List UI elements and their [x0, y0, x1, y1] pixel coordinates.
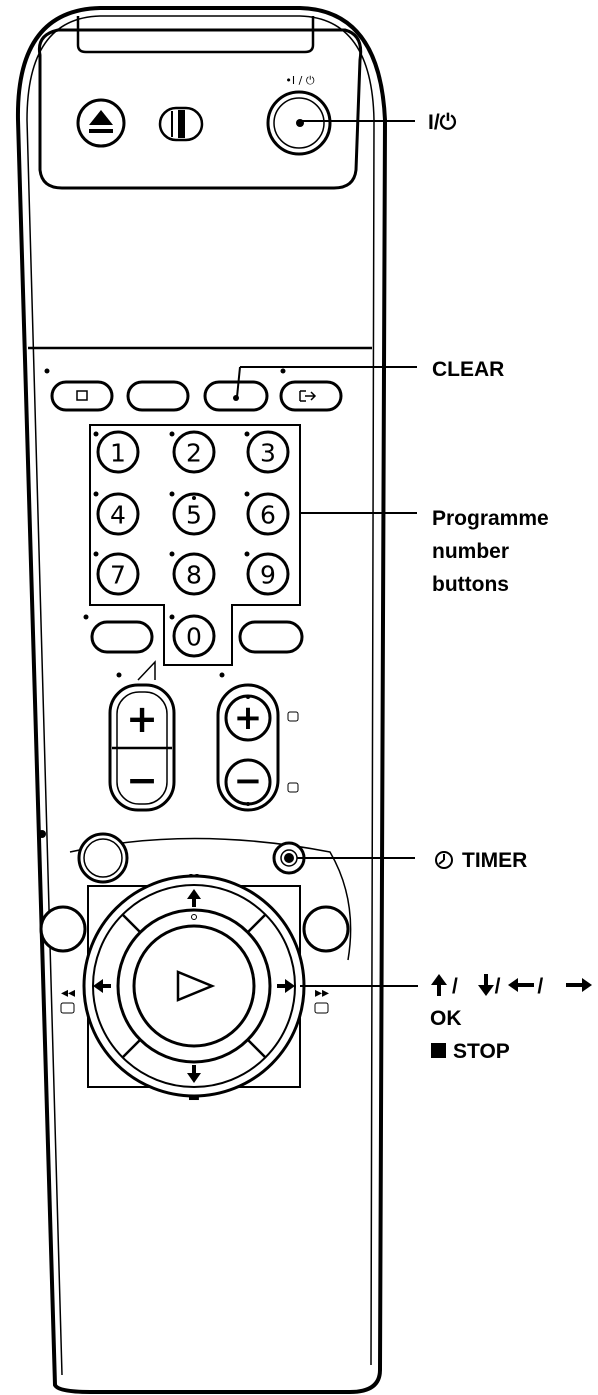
input-switch[interactable] [158, 106, 204, 142]
fast-forward-mark: ▸▸ [315, 985, 329, 1001]
arrow-left-icon[interactable] [93, 979, 111, 993]
switch-icon [171, 110, 185, 138]
programme-group-outline [89, 424, 301, 666]
number-button-4[interactable]: 4 [93, 491, 140, 536]
number-button-9[interactable]: 9 [244, 551, 290, 596]
play-ok-button[interactable] [132, 924, 256, 1048]
left-side-button[interactable] [39, 905, 87, 953]
volume-up-button[interactable]: + [126, 697, 158, 741]
right-side-button[interactable] [302, 905, 350, 953]
arrow-callout-separators: / / / [452, 975, 543, 998]
arrow-up-icon[interactable] [187, 889, 201, 907]
programme-callout-line2: number [432, 540, 509, 563]
svg-text:5: 5 [186, 501, 202, 530]
arrow-right-icon[interactable] [277, 979, 295, 993]
stop-callout: STOP [453, 1040, 510, 1063]
number-button-3[interactable]: 3 [244, 430, 290, 474]
power-button[interactable] [266, 90, 332, 156]
blank-button[interactable] [126, 380, 190, 412]
right-oval-button[interactable] [238, 620, 304, 654]
timer-callout: TIMER [462, 849, 527, 872]
power-callout: I/⏻ [428, 111, 457, 134]
function-button-row [44, 368, 343, 412]
svg-text:3: 3 [260, 439, 276, 468]
volume-rocker: + − [108, 660, 176, 812]
number-button-2[interactable]: 2 [169, 430, 216, 474]
number-button-8[interactable]: 8 [169, 551, 216, 596]
svg-text:0: 0 [186, 623, 202, 652]
svg-text:+: + [234, 698, 263, 738]
svg-text:−: − [234, 761, 263, 801]
programme-rocker: + − [216, 672, 299, 812]
power-button-label: •I / ⏻ [285, 74, 314, 87]
ok-callout: OK [430, 1007, 462, 1030]
programme-callout-line1: Programme [432, 507, 549, 530]
record-button[interactable] [77, 832, 129, 884]
svg-text:8: 8 [186, 561, 202, 590]
eject-button[interactable] [76, 98, 126, 148]
svg-text:7: 7 [110, 561, 126, 590]
number-button-0[interactable]: 0 [169, 614, 216, 658]
number-button-5[interactable]: 5 [169, 491, 216, 536]
svg-text:4: 4 [110, 501, 126, 530]
clock-icon [435, 851, 453, 869]
number-button-7[interactable]: 7 [93, 551, 140, 596]
rewind-mark: ◂◂ [61, 985, 75, 1001]
programme-callout-line3: buttons [432, 573, 509, 596]
stop-square-icon [431, 1043, 446, 1058]
arrow-callout-icons [431, 974, 592, 996]
svg-text:9: 9 [260, 561, 276, 590]
arrow-down-icon[interactable] [187, 1065, 201, 1083]
number-pad: 1 2 3 4 5 6 7 [83, 430, 304, 658]
svg-text:6: 6 [260, 501, 276, 530]
number-button-6[interactable]: 6 [244, 491, 290, 536]
clear-callout: CLEAR [432, 358, 504, 381]
left-oval-button[interactable] [83, 614, 154, 654]
volume-down-button[interactable]: − [126, 758, 158, 802]
leader-lines [236, 120, 418, 987]
svg-text:2: 2 [186, 439, 202, 468]
number-button-1[interactable]: 1 [93, 430, 140, 474]
svg-text:1: 1 [110, 439, 126, 468]
display-button[interactable] [50, 380, 114, 412]
remote-body [15, 6, 388, 1394]
eject-icon [89, 110, 113, 133]
record-indicator-dot [38, 830, 46, 838]
play-icon [176, 970, 216, 1002]
